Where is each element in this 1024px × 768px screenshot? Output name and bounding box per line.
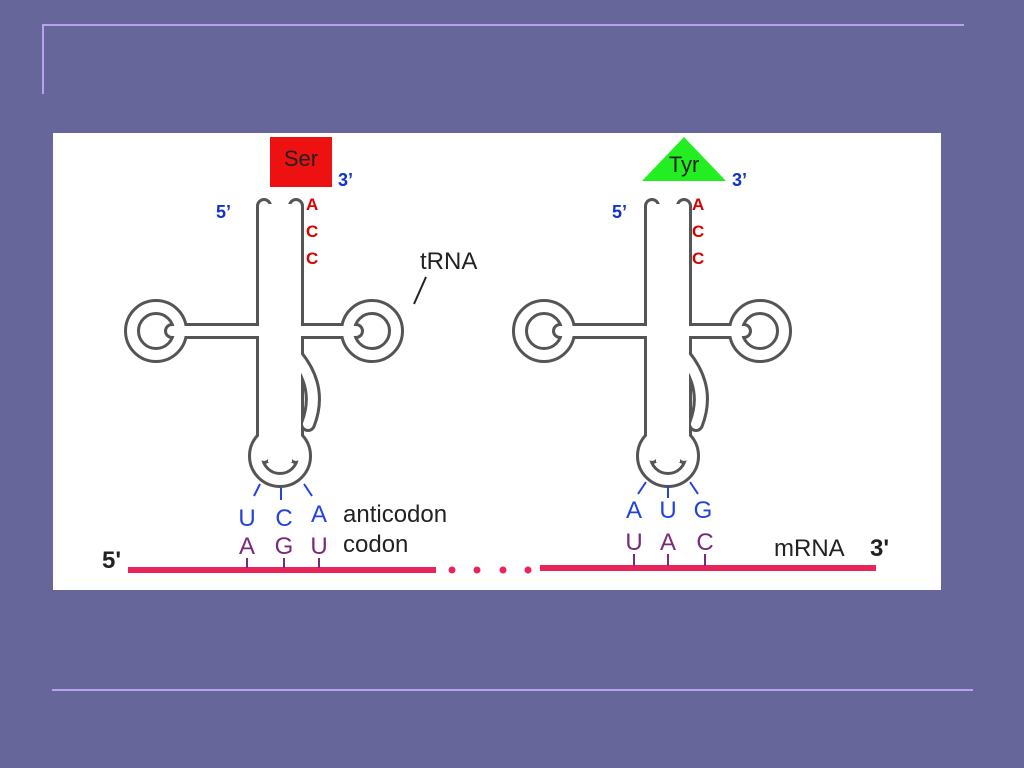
left-anticodon-1: U xyxy=(238,505,255,532)
mrna-label: mRNA xyxy=(774,535,845,562)
right-codon-3: C xyxy=(696,529,713,556)
right-three-prime-label: 3’ xyxy=(732,170,747,190)
right-anticodon-ticks xyxy=(637,481,699,498)
right-acc-c1: C xyxy=(692,222,704,241)
right-acc-c2: C xyxy=(692,249,704,268)
left-anticodon-ticks xyxy=(253,483,313,500)
left-rule xyxy=(42,24,44,94)
trna-label: tRNA xyxy=(420,248,477,275)
tyr-amino-acid-triangle xyxy=(642,137,726,181)
codon-ticks xyxy=(246,554,706,568)
tyr-label: Tyr xyxy=(669,152,700,177)
ser-label: Ser xyxy=(284,146,318,171)
left-codon-1: A xyxy=(239,533,255,560)
left-acc-a: A xyxy=(306,195,318,214)
trna-pointer xyxy=(413,276,427,305)
left-five-prime-label: 5’ xyxy=(216,202,231,222)
right-five-prime-label: 5’ xyxy=(612,202,627,222)
left-three-prime-label: 3’ xyxy=(338,170,353,190)
trna-molecule-left xyxy=(132,204,396,480)
anticodon-label: anticodon xyxy=(343,501,447,528)
right-anticodon-2: U xyxy=(659,497,676,524)
codon-label: codon xyxy=(343,531,408,558)
mrna-five-prime-label: 5' xyxy=(102,547,121,574)
left-codon-2: G xyxy=(275,533,294,560)
left-acc-c1: C xyxy=(306,222,318,241)
mrna-strand xyxy=(128,565,876,574)
right-codon-1: U xyxy=(625,529,642,556)
top-rule xyxy=(42,24,964,26)
trna-molecule-right xyxy=(520,204,784,480)
left-anticodon-2: C xyxy=(275,505,292,532)
left-acc-c2: C xyxy=(306,249,318,268)
left-anticodon-3: A xyxy=(311,501,327,528)
diagram-panel xyxy=(53,133,941,590)
bottom-rule xyxy=(52,689,973,691)
mrna-three-prime-label: 3' xyxy=(870,535,889,562)
right-codon-2: A xyxy=(660,529,676,556)
right-anticodon-3: G xyxy=(694,497,713,524)
right-acc-a: A xyxy=(692,195,704,214)
right-anticodon-1: A xyxy=(626,497,642,524)
left-codon-3: U xyxy=(310,533,327,560)
ser-amino-acid-box xyxy=(270,137,332,187)
